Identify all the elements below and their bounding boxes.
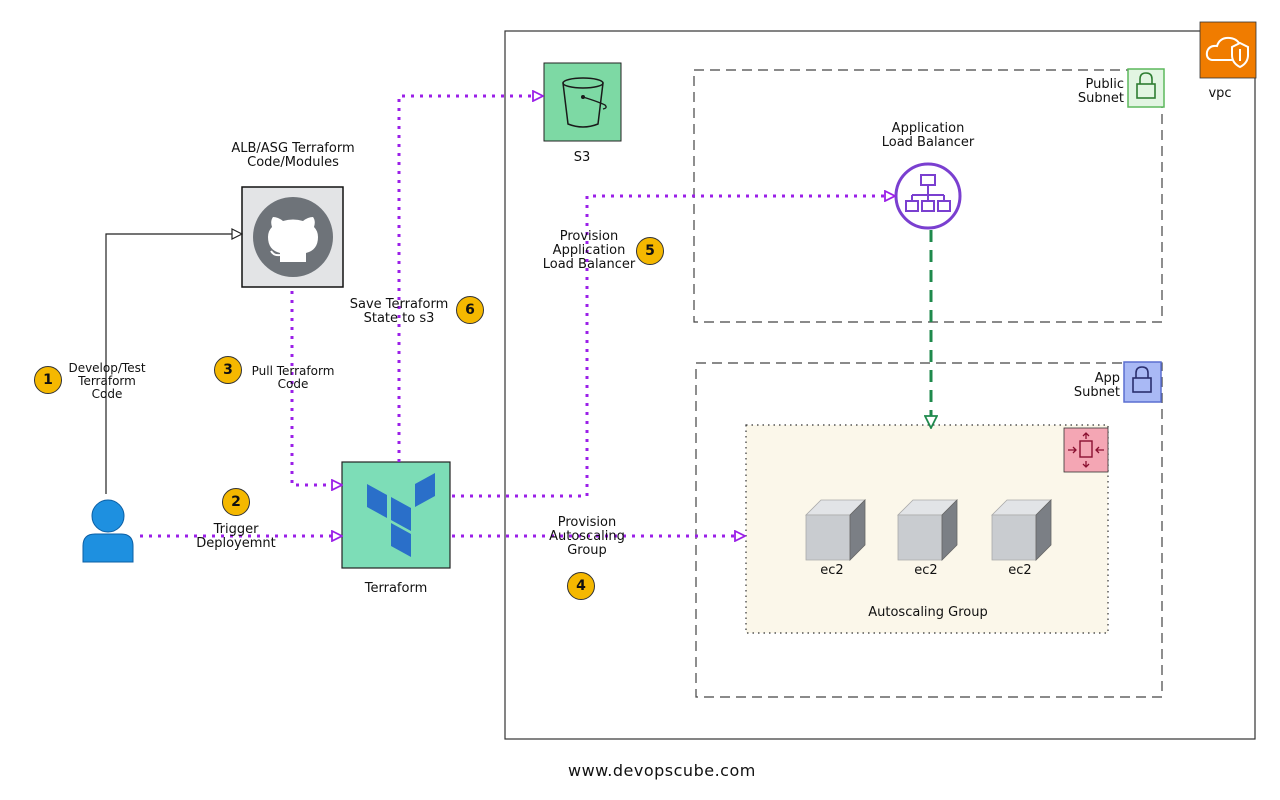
step-2-label: Trigger Deployemnt: [196, 522, 276, 551]
terraform-label: Terraform: [364, 581, 428, 596]
vpc-boundary: [504, 30, 1256, 740]
step-3-label: Pull Terraform Code: [251, 364, 335, 391]
lock-icon: [1127, 68, 1165, 108]
asg-label: Autoscaling Group: [868, 605, 988, 620]
ec2-cube-icon: [991, 499, 1052, 561]
step-2-badge: 2: [222, 488, 250, 516]
step-6-badge: 6: [456, 296, 484, 324]
ec2-label: ec2: [820, 563, 844, 578]
step-4-badge: 4: [567, 572, 595, 600]
s3-label: S3: [573, 150, 591, 165]
step-5-label: Provision Application Load Balancer: [542, 229, 636, 272]
step-6-label: Save Terraform State to s3: [349, 297, 449, 326]
step-1-label: Develop/Test Terraform Code: [68, 361, 146, 401]
ec2-cube-icon: [897, 499, 958, 561]
s3-bucket-icon: [543, 62, 622, 142]
footer-url[interactable]: www.devopscube.com: [568, 761, 756, 780]
step-3-badge: 3: [214, 356, 242, 384]
vpc-label: vpc: [1208, 86, 1232, 101]
person-icon: [82, 499, 134, 563]
step-1-badge: 1: [34, 366, 62, 394]
github-icon: [241, 186, 344, 288]
lock-icon: [1123, 361, 1162, 403]
alb-label: Application Load Balancer: [881, 121, 975, 150]
ec2-label: ec2: [1008, 563, 1032, 578]
step-4-label: Provision Autoscaling Group: [549, 515, 625, 558]
github-label: ALB/ASG Terraform Code/Modules: [231, 141, 355, 170]
vpc-cloud-icon: [1199, 21, 1257, 79]
save-state-arrow: [397, 96, 543, 462]
ec2-label: ec2: [914, 563, 938, 578]
app-subnet-label: App Subnet: [1073, 371, 1120, 400]
app-subnet-boundary: [695, 362, 1163, 698]
develop-code-arrow: [105, 234, 242, 494]
ec2-cube-icon: [805, 499, 866, 561]
autoscaling-icon: [1063, 427, 1109, 473]
load-balancer-icon: [894, 162, 962, 230]
pull-code-arrow: [290, 291, 342, 485]
terraform-icon: [341, 461, 451, 569]
public-subnet-label: Public Subnet: [1077, 77, 1124, 106]
step-5-badge: 5: [636, 237, 664, 265]
